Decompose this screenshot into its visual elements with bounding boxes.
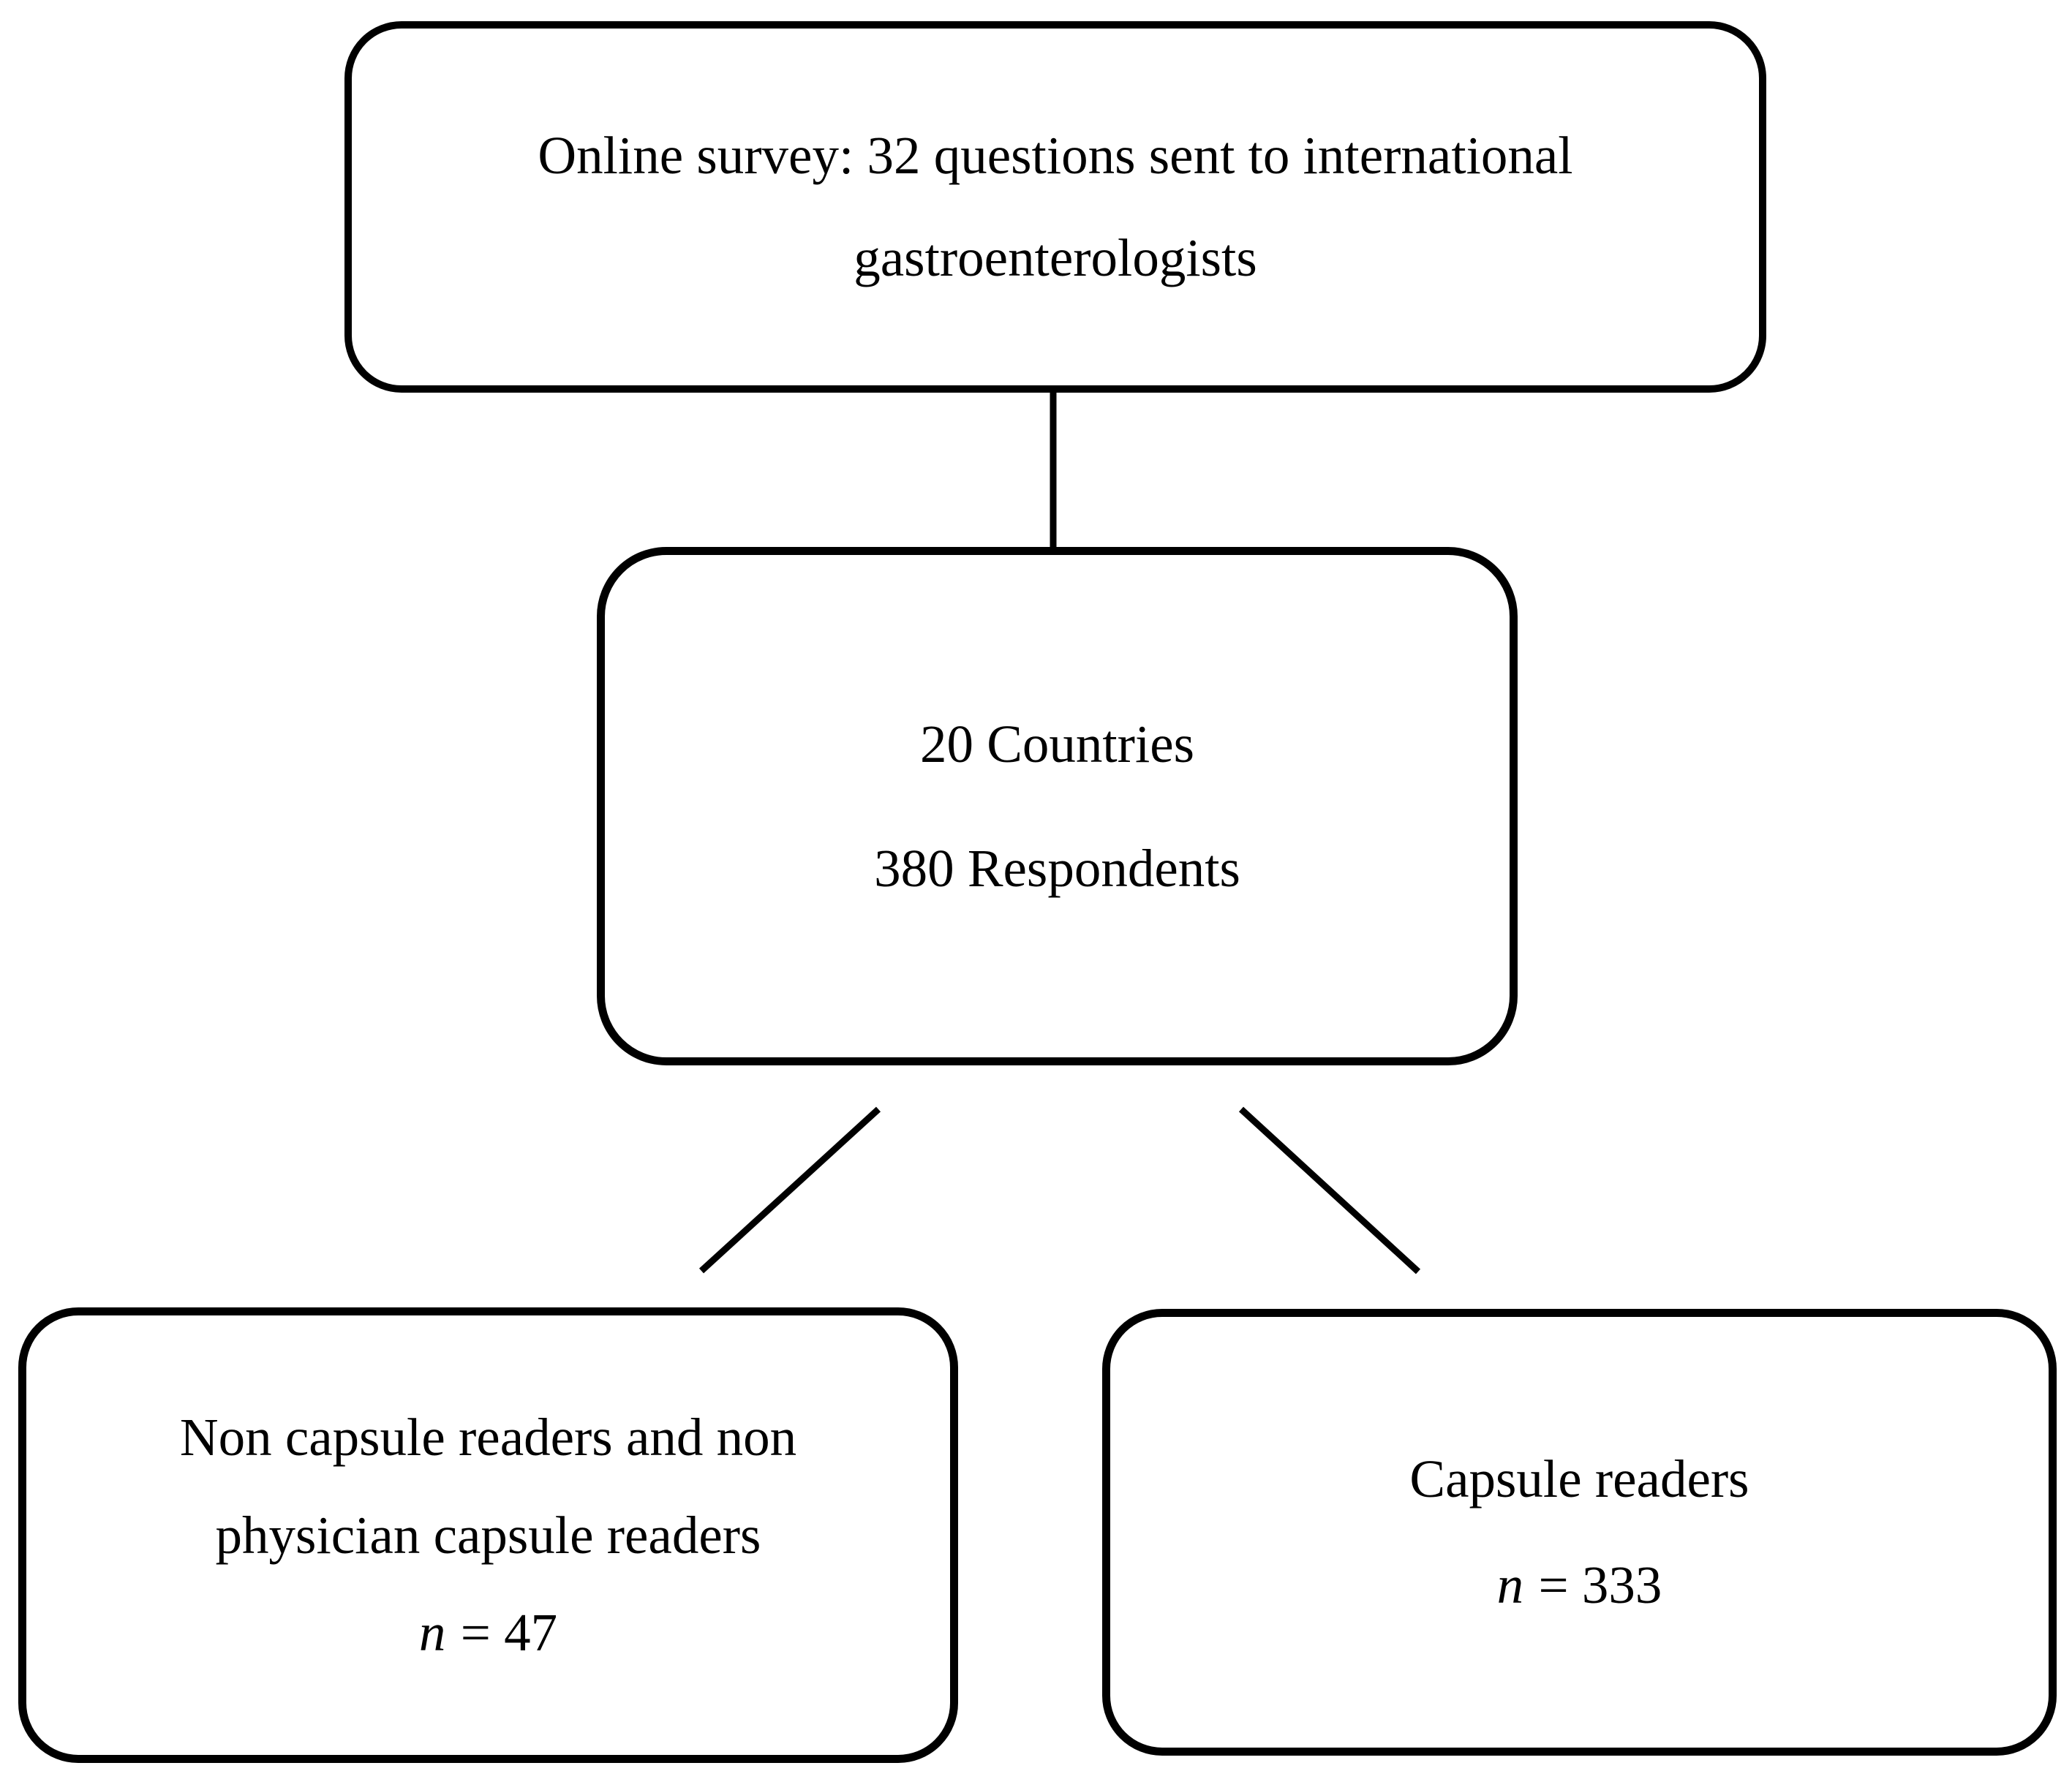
connector-middle-to-bottom-right xyxy=(1238,1106,1421,1275)
capsule-readers-line-1: Capsule readers xyxy=(1409,1449,1749,1509)
capsule-readers-n-stat: n= 333 xyxy=(1497,1553,1662,1617)
online-survey-line-2: gastroenterologists xyxy=(854,228,1257,287)
n-value: = 333 xyxy=(1538,1555,1662,1615)
connector-middle-to-bottom-left xyxy=(698,1106,881,1274)
non-capsule-readers-line-1: Non capsule readers and non xyxy=(179,1408,797,1468)
box-non-capsule-readers: Non capsule readers and non physician ca… xyxy=(18,1307,958,1763)
box-capsule-readers: Capsule readers n= 333 xyxy=(1102,1309,2057,1756)
n-label: n xyxy=(418,1603,446,1663)
respondents-count-line: 380 Respondents xyxy=(874,838,1240,898)
online-survey-line-1: Online survey: 32 questions sent to inte… xyxy=(538,126,1573,186)
countries-count-line: 20 Countries xyxy=(919,714,1195,774)
non-capsule-readers-n-stat: n= 47 xyxy=(419,1601,557,1665)
box-online-survey: Online survey: 32 questions sent to inte… xyxy=(344,21,1766,393)
non-capsule-readers-line-2: physician capsule readers xyxy=(215,1505,761,1565)
n-value: = 47 xyxy=(460,1603,558,1663)
n-label: n xyxy=(1496,1555,1524,1615)
box-respondents: 20 Countries 380 Respondents xyxy=(597,547,1518,1065)
